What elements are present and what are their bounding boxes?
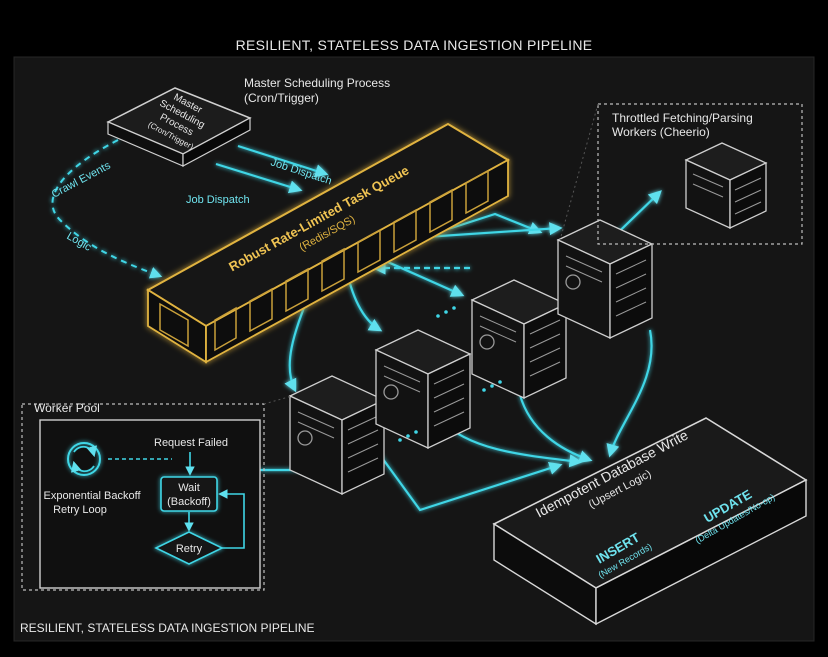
svg-text:Wait: Wait: [178, 482, 200, 494]
retry-loop-icon: [67, 442, 101, 476]
master-scheduler-box: Master Scheduling Process (Cron/Trigger): [106, 87, 252, 168]
svg-text:Exponential Backoff: Exponential Backoff: [43, 490, 141, 502]
page-title: RESILIENT, STATELESS DATA INGESTION PIPE…: [236, 37, 593, 53]
master-label-1: Master Scheduling Process: [244, 76, 390, 90]
connector-dots: [398, 306, 502, 442]
worker-server-4: [556, 219, 654, 340]
worker-server-1: [288, 375, 386, 496]
database-write: [492, 417, 808, 626]
worker-server-3: [470, 279, 568, 400]
master-label-2: (Cron/Trigger): [244, 91, 319, 105]
svg-text:Request Failed: Request Failed: [154, 437, 228, 449]
svg-text:Retry: Retry: [176, 543, 203, 555]
task-queue: [146, 122, 511, 364]
svg-text:Throttled Fetching/Parsing: Throttled Fetching/Parsing: [612, 111, 753, 125]
svg-text:(Backoff): (Backoff): [167, 496, 211, 508]
footer-title: RESILIENT, STATELESS DATA INGESTION PIPE…: [20, 621, 315, 635]
dashed-event-arrows: [51, 139, 163, 279]
queue-slots: [159, 169, 489, 352]
worker-server-2: [374, 329, 472, 450]
job-dispatch-label-2: Job Dispatch: [186, 194, 250, 206]
svg-text:Retry Loop: Retry Loop: [53, 504, 107, 516]
svg-text:Workers (Cheerio): Workers (Cheerio): [612, 125, 710, 139]
worker-pool-details: Exponential Backoff Retry Loop Request F…: [43, 437, 245, 565]
svg-text:Worker Pool: Worker Pool: [34, 401, 100, 415]
throttled-workers-box: Throttled Fetching/Parsing Workers (Chee…: [597, 103, 803, 245]
